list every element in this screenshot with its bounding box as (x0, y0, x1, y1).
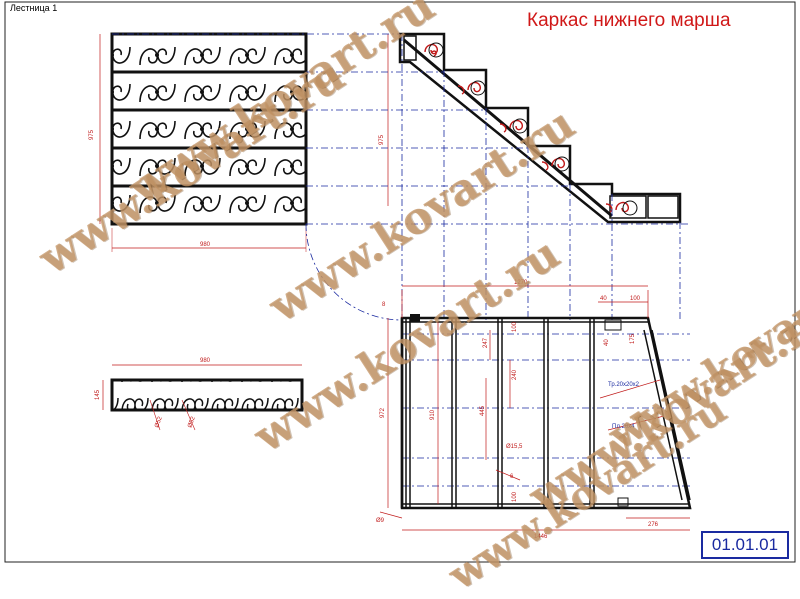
dim-col-100a: 100 (512, 321, 518, 332)
dim-right: 175 (630, 333, 636, 344)
pipe-label-1: Тр.20х20х2 (608, 382, 640, 388)
dim-top-100: 100 (630, 296, 641, 302)
dim-top-length: 1270 (514, 280, 528, 286)
dim-corner: 8 (382, 302, 386, 308)
dim-left-height: 972 (380, 407, 386, 418)
pipe-label-2: Пл.20х4 (612, 424, 635, 430)
dim-col-100b: 100 (512, 491, 518, 502)
dim-col-247: 247 (483, 337, 489, 348)
dim-bottom-left: Ø9 (376, 518, 385, 524)
stair-stringer (387, 32, 682, 224)
sheet-number: 01.01.01 (701, 531, 789, 559)
dim-step-height: 975 (379, 134, 385, 145)
dim-frieze-height: 145 (95, 389, 101, 400)
projection-lines (112, 33, 690, 487)
sheet-name: Лестница 1 (10, 3, 58, 13)
dim-col-6: 6 (510, 474, 514, 480)
railing-panel (99, 32, 308, 252)
dim-col-445: 445 (480, 405, 486, 416)
drawing-canvas: 975 980 980 145 Ø52 Ø52 (4, 1, 796, 563)
dim-ring-b: Ø52 (187, 415, 197, 428)
dim-col-1015: Ø15,5 (506, 444, 523, 450)
dim-ring-a: Ø52 (154, 415, 164, 428)
dim-panel-height: 975 (89, 129, 95, 140)
dim-bottom-276: 276 (648, 522, 659, 528)
frieze-strip (102, 364, 304, 431)
dim-frieze-width: 980 (200, 358, 211, 364)
plan-frame (379, 285, 692, 531)
dim-top-40: 40 (600, 296, 607, 302)
drawing-title: Каркас нижнего марша (527, 10, 731, 31)
dim-inner-height: 910 (430, 409, 436, 420)
dim-panel-width: 980 (200, 242, 211, 248)
dim-bottom-width: 1446 (534, 534, 548, 540)
dim-col-240: 240 (512, 369, 518, 380)
sheet-border (4, 1, 796, 563)
drawing-sheet: 975 980 980 145 Ø52 Ø52 (4, 0, 800, 599)
dim-right-small: 40 (604, 339, 610, 346)
